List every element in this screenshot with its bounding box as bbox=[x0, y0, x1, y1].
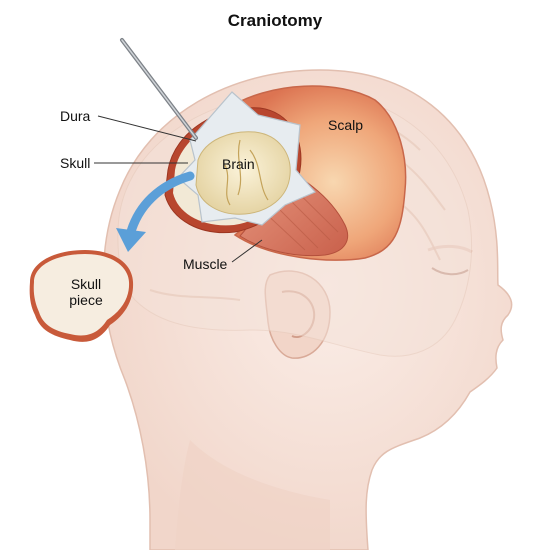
muscle-fibers bbox=[261, 169, 339, 251]
label-skull-piece-line2: piece bbox=[69, 292, 103, 308]
label-muscle: Muscle bbox=[183, 256, 228, 272]
removal-arrow bbox=[125, 171, 195, 240]
brain-vessels bbox=[224, 139, 269, 206]
label-scalp: Scalp bbox=[328, 117, 364, 133]
label-dura: Dura bbox=[60, 108, 91, 124]
diagram-title: Craniotomy bbox=[227, 11, 323, 30]
brain-folds bbox=[149, 109, 446, 301]
label-skull: Skull bbox=[60, 155, 91, 171]
removal-arrow-head bbox=[116, 228, 146, 252]
muscle-leader bbox=[231, 239, 263, 263]
label-skull-piece-line1: Skull bbox=[70, 276, 102, 292]
label-brain: Brain bbox=[222, 156, 255, 172]
instrument-highlight bbox=[121, 39, 197, 139]
neck-shadow bbox=[175, 440, 330, 550]
label-skull-piece: Skull piece bbox=[58, 276, 114, 308]
brain-exposed bbox=[195, 131, 291, 215]
skull-piece-face bbox=[33, 254, 130, 336]
dura-leader bbox=[97, 115, 197, 142]
